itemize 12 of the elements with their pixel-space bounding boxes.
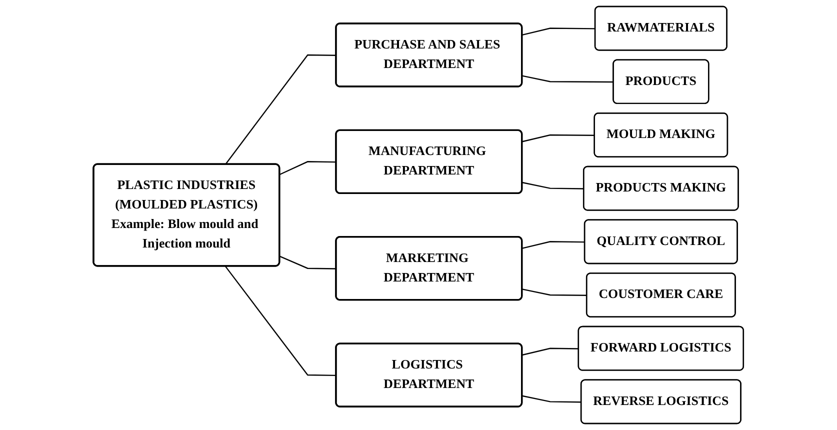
connector: [224, 266, 336, 376]
connector: [522, 28, 596, 36]
connector: [522, 348, 579, 356]
connector: [280, 256, 336, 270]
connector: [522, 288, 588, 296]
connector: [224, 54, 336, 165]
connector: [522, 395, 582, 403]
connector: [522, 182, 584, 190]
connector: [522, 241, 585, 249]
connector: [280, 161, 336, 176]
connector: [522, 134, 595, 142]
connector: [522, 75, 614, 83]
